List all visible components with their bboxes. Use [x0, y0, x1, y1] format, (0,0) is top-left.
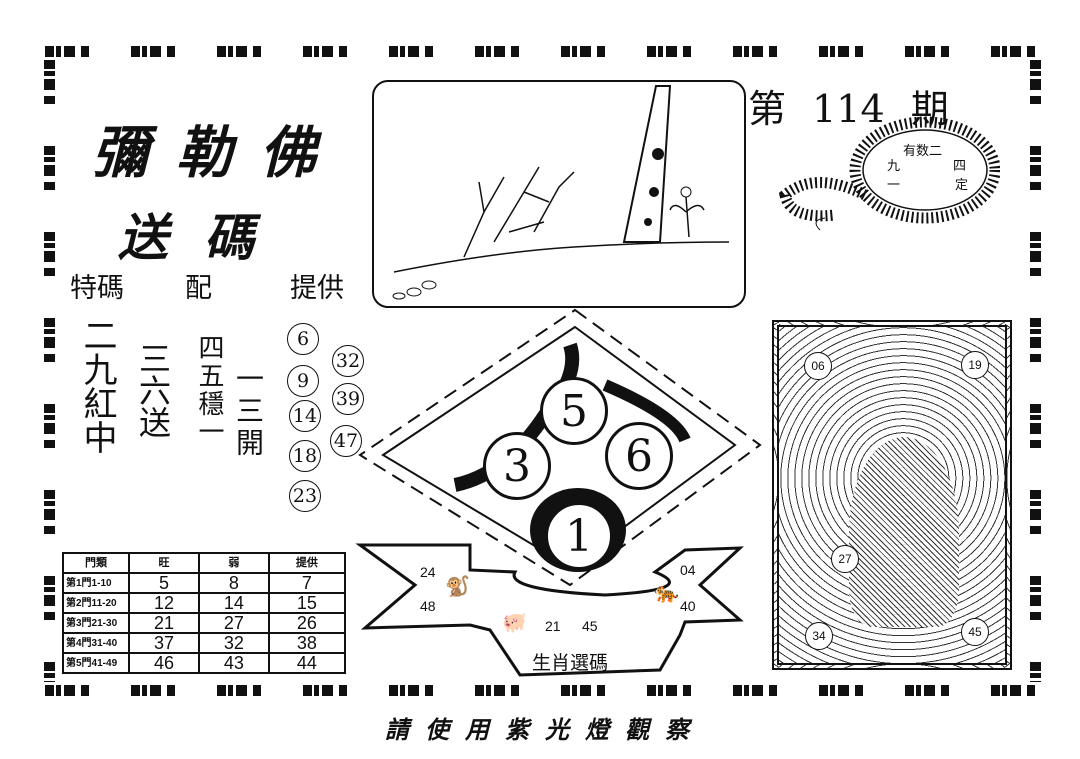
buddha-number: 27: [831, 545, 859, 573]
circled-number: 32: [332, 345, 364, 377]
circled-number: 9: [287, 365, 319, 397]
circled-number: 23: [289, 480, 321, 512]
zodiac-banner-title: 生肖選碼: [532, 653, 609, 674]
tiger-icon: 🐅: [654, 582, 679, 604]
monkey-icon: 🐒: [445, 576, 470, 598]
zodiac-number: 48: [420, 598, 436, 614]
left-border-pattern: [44, 60, 55, 682]
title-line1: 彌勒佛: [92, 120, 344, 186]
circled-number: 14: [289, 400, 321, 432]
diamond-ball: 6: [605, 422, 673, 490]
buddha-number: 06: [804, 352, 832, 380]
circled-number: 6: [287, 323, 319, 355]
pig-icon: 🐖: [502, 612, 527, 634]
circled-number: 39: [332, 383, 364, 415]
row-label: 第1門1-10: [62, 572, 130, 594]
buddha-number: 45: [961, 618, 989, 646]
column-stable: 四五穩一: [194, 334, 224, 446]
zodiac-number: 21: [545, 618, 561, 634]
buddha-figure: [849, 437, 959, 627]
cell: 7: [267, 572, 347, 594]
row-label: 第3門21-30: [62, 612, 130, 634]
table-header: 門類: [62, 552, 130, 574]
bead-necklace-illustration: 有数二 九 四 一 定: [775, 110, 1000, 240]
column-special: 二九紅中: [77, 318, 117, 454]
top-border-pattern: [45, 46, 1045, 57]
zodiac-banner: [355, 543, 744, 677]
right-border-pattern: [1030, 60, 1041, 682]
cell: 8: [197, 572, 270, 594]
cell: 12: [128, 592, 200, 614]
cell: 21: [128, 612, 200, 634]
bead-text-bottom-right: 定: [955, 178, 969, 193]
table-header: 提供: [267, 552, 347, 574]
bottom-border-pattern: [45, 685, 1045, 696]
diamond-ball: 1: [545, 502, 613, 570]
table-header: 弱: [197, 552, 270, 574]
issue-label: 第 114 期: [748, 78, 949, 133]
landscape-illustration: [372, 80, 746, 308]
bead-text-right: 四: [953, 159, 967, 174]
header-match: 配: [185, 273, 212, 304]
footer-text: 請使用紫光燈觀察: [385, 715, 705, 744]
table-header-row: 門類 旺 弱 提供: [62, 552, 347, 574]
cell: 38: [267, 632, 347, 654]
zodiac-number: 04: [680, 562, 696, 578]
cell: 44: [267, 652, 347, 674]
issue-prefix: 第: [748, 87, 787, 131]
cell: 26: [267, 612, 347, 634]
buddha-number: 34: [805, 622, 833, 650]
bead-text-left: 九: [887, 159, 901, 174]
circled-number: 47: [330, 425, 362, 457]
buddha-number: 19: [961, 351, 989, 379]
cell: 27: [197, 612, 270, 634]
bead-text-bottom-left: 一: [887, 178, 901, 193]
cell: 14: [197, 592, 270, 614]
cell: 46: [128, 652, 200, 674]
column-send: 三六送: [134, 342, 172, 438]
column-open: 一三開: [232, 364, 265, 460]
zodiac-number: 24: [420, 564, 436, 580]
circled-number: 18: [289, 440, 321, 472]
cell: 32: [197, 632, 270, 654]
diamond-ball: 5: [540, 377, 608, 445]
zodiac-number: 40: [680, 598, 696, 614]
tree-and-plants-drawing: [392, 85, 730, 300]
row-label: 第5門41-49: [62, 652, 130, 674]
diamond-ball: 3: [483, 432, 551, 500]
header-provide: 提供: [290, 273, 344, 304]
bead-text-top: 有数二: [903, 144, 943, 159]
header-special: 特碼: [70, 273, 124, 304]
zodiac-number: 45: [582, 618, 598, 634]
row-label: 第4門31-40: [62, 632, 130, 654]
row-label: 第2門11-20: [62, 592, 130, 614]
cell: 15: [267, 592, 347, 614]
issue-number: 114: [812, 87, 885, 131]
cell: 43: [197, 652, 270, 674]
title-line2: 送碼: [118, 208, 290, 267]
cell: 37: [128, 632, 200, 654]
table-header: 旺: [128, 552, 200, 574]
cell: 5: [128, 572, 200, 594]
